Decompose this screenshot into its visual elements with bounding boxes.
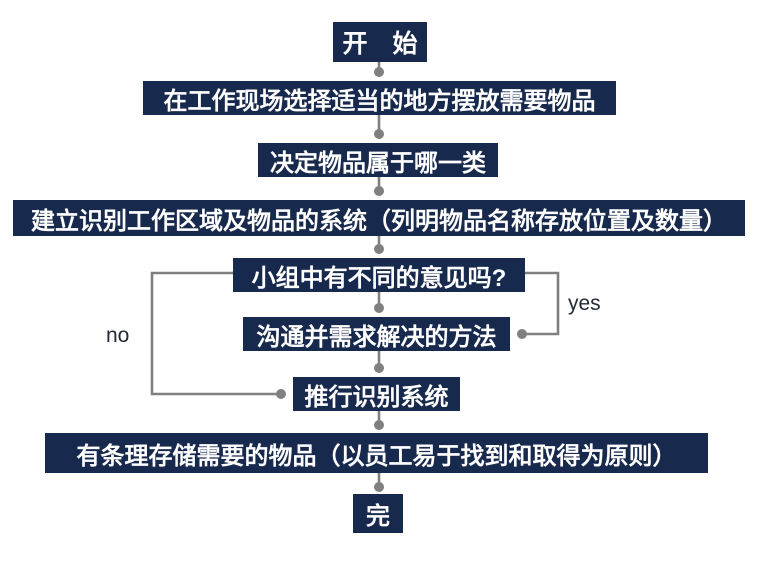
edge-label-yes: yes xyxy=(568,292,601,315)
edge-no-loop xyxy=(150,271,280,396)
node-communicate-solve: 沟通并需求解决的方法 xyxy=(243,317,510,351)
node-end: 完 xyxy=(353,494,403,533)
node-build-system: 建立识别工作区域及物品的系统（列明物品名称存放位置及数量） xyxy=(13,200,745,236)
edge-dot xyxy=(374,363,384,373)
edge-dot xyxy=(374,420,384,430)
edge-label-no: no xyxy=(106,324,130,347)
edge-dot xyxy=(374,186,384,196)
node-organized-storage: 有条理存储需要的物品（以员工易于找到和取得为原则） xyxy=(45,433,708,473)
edge-dot xyxy=(374,482,384,492)
edge-dot xyxy=(374,129,384,139)
node-place-items: 在工作现场选择适当的地方摆放需要物品 xyxy=(143,81,616,115)
node-start: 开 始 xyxy=(333,22,427,62)
node-decide-category: 决定物品属于哪一类 xyxy=(258,143,498,177)
edge-dot xyxy=(374,303,384,313)
edge-yes-loop xyxy=(525,271,560,336)
edge-dot xyxy=(517,329,527,339)
node-implement-system: 推行识别系统 xyxy=(293,377,460,411)
edge-dot xyxy=(374,244,384,254)
edge-dot xyxy=(276,389,286,399)
node-decision-disagreement: 小组中有不同的意见吗? xyxy=(233,258,525,292)
edge-dot xyxy=(374,67,384,77)
